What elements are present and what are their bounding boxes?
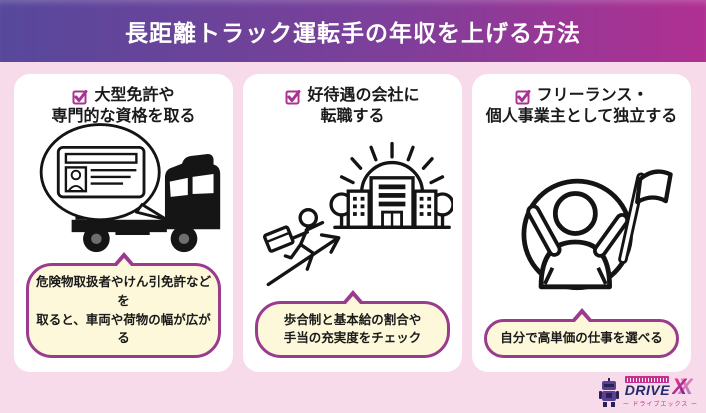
illustration-area: [480, 128, 683, 320]
card-title-line2: 転職する: [320, 107, 385, 125]
card-title-line2: 専門的な資格を取る: [51, 107, 196, 125]
note-line1: 自分で高単価の仕事を選べる: [500, 331, 663, 346]
note-line1: 歩合制と基本給の割合や: [283, 312, 422, 327]
note-line2: 取ると、車両や荷物の幅が広がる: [36, 312, 211, 346]
robot-mascot-icon: [598, 377, 619, 407]
card-title-line1: 大型免許や: [94, 87, 175, 104]
logo-brand-text: DRIVE: [624, 382, 671, 398]
card-title-line1: 好待遇の会社に: [307, 87, 420, 104]
checkbox-checked-icon: [515, 89, 531, 105]
card-title-line2: 個人事業主として独立する: [485, 107, 678, 125]
note-bubble: 危険物取扱者やけん引免許などを 取ると、車両や荷物の幅が広がる: [26, 263, 221, 358]
logo-tagline-microtext: [625, 376, 670, 383]
columns-row: 大型免許や 専門的な資格を取る: [0, 62, 706, 372]
illustration-area: [22, 123, 225, 263]
card-job-change: 好待遇の会社に 転職する: [243, 74, 462, 372]
card-freelance-title: フリーランス・ 個人事業主として独立する: [480, 86, 683, 128]
brand-logo: DRIVE X X ー ドライブエックス ー: [598, 376, 698, 408]
truck-with-drivers-license-illustration: [39, 123, 220, 253]
climbing-arrow-to-company-illustration: [262, 141, 453, 287]
card-job-change-title: 好待遇の会社に 転職する: [251, 86, 454, 128]
logo-subtitle: ー ドライブエックス ー: [622, 402, 698, 408]
card-license: 大型免許や 専門的な資格を取る: [14, 74, 233, 372]
note-line1: 危険物取扱者やけん引免許などを: [35, 275, 211, 308]
logo-x-mark: X X: [672, 376, 696, 398]
note-bubble: 歩合制と基本給の割合や 手当の充実度をチェック: [255, 300, 450, 358]
card-license-title: 大型免許や 専門的な資格を取る: [22, 86, 225, 128]
checkbox-checked-icon: [285, 89, 301, 105]
illustration-area: [251, 128, 454, 301]
card-freelance: フリーランス・ 個人事業主として独立する: [472, 74, 691, 372]
note-line2: 手当の充実度をチェック: [283, 331, 422, 346]
checkbox-checked-icon: [72, 89, 88, 105]
card-title-line1: フリーランス・: [536, 87, 649, 104]
person-raising-flag-illustration: [521, 169, 673, 291]
header-banner: 長距離トラック運転手の年収を上げる方法: [0, 0, 706, 62]
note-bubble: 自分で高単価の仕事を選べる: [484, 319, 679, 358]
page-title: 長距離トラック運転手の年収を上げる方法: [125, 20, 581, 46]
